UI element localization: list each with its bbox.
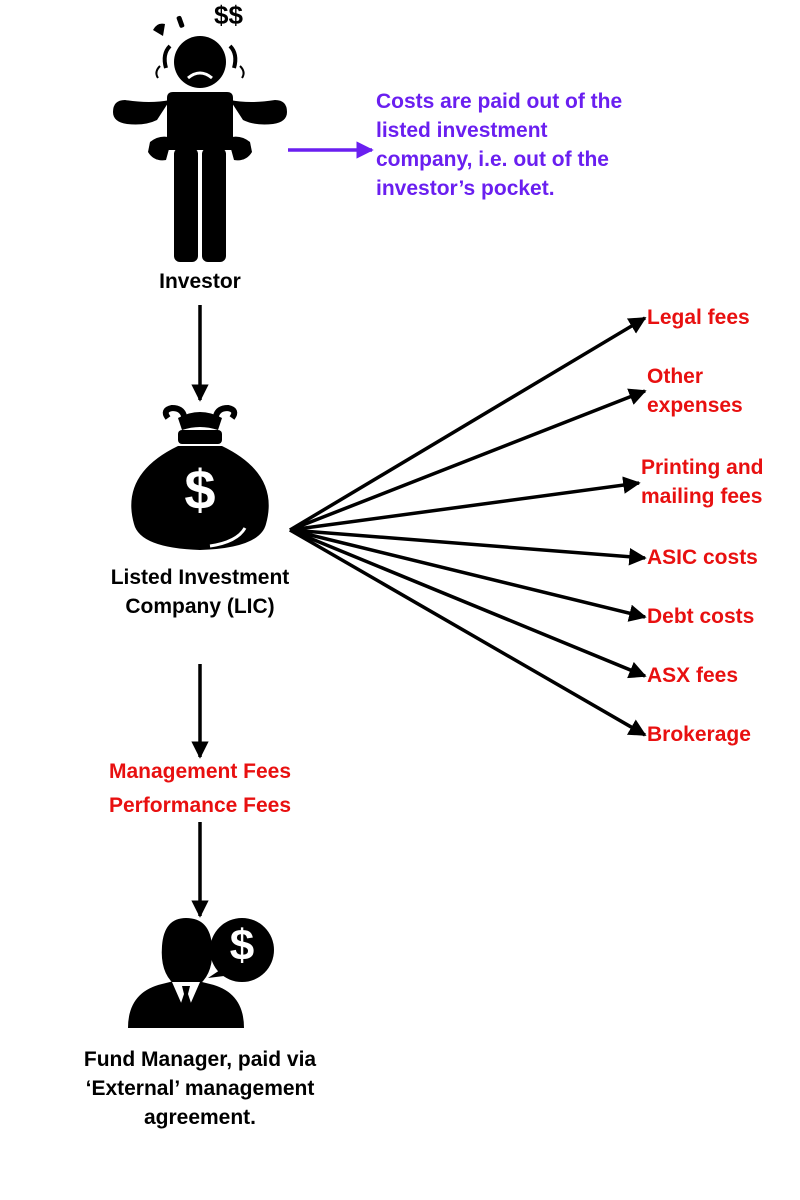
money-bag-icon [131,404,269,550]
performance-fees-label: Performance Fees [108,794,292,817]
dollar-speech-bubble-icon [210,918,274,982]
cost-label-asic-costs: ASIC costs [647,546,758,569]
money-bag-dollar-symbol: $ [184,458,216,521]
cost-label-legal-fees: Legal fees [647,306,750,329]
cost-label-other-expenses: Other expenses [647,365,743,417]
cost-label-printing-mailing: Printing and mailing fees [641,456,764,508]
cost-label-asx-fees: ASX fees [647,664,739,687]
investor-left-leg [174,148,198,262]
bubble-dollar-symbol: $ [229,921,255,970]
cost-arrow-brokerage [289,528,647,737]
necktie-icon [178,986,194,1022]
businessman-dollar-bubble-icon [128,918,274,1028]
dollar-signs: $$ [214,0,243,30]
cost-note: Costs are paid out of the listed investm… [376,90,623,200]
lic-label: Listed Investment Company (LIC) [110,566,290,618]
cost-arrow-printing-mailing [289,476,641,532]
cost-arrow-other-expenses [289,388,647,532]
manager-head [161,918,213,984]
empty-pocket-right-icon [228,136,252,161]
worried-investor-empty-pockets-icon [113,15,287,262]
cost-arrow-asic-costs [289,528,647,566]
cost-label-brokerage: Brokerage [647,723,751,746]
investor-left-arm [113,100,170,125]
cost-arrow-legal-fees [289,316,647,532]
investor-right-arm [230,100,287,125]
investor-label: Investor [159,270,241,293]
fund-manager-label: Fund Manager, paid via ‘External’ manage… [83,1048,317,1129]
sweat-drop-icon [153,23,165,36]
management-fees-label: Management Fees [108,760,292,783]
cost-arrow-debt-costs [289,528,647,622]
worry-mark-icon [176,15,185,28]
cost-arrow-asx-fees [289,528,647,679]
cost-label-debt-costs: Debt costs [647,605,755,628]
investor-right-leg [202,148,226,262]
empty-pocket-left-icon [148,136,172,161]
cost-arrows [289,316,647,737]
investor-head [174,36,226,88]
investor-torso [167,92,233,150]
